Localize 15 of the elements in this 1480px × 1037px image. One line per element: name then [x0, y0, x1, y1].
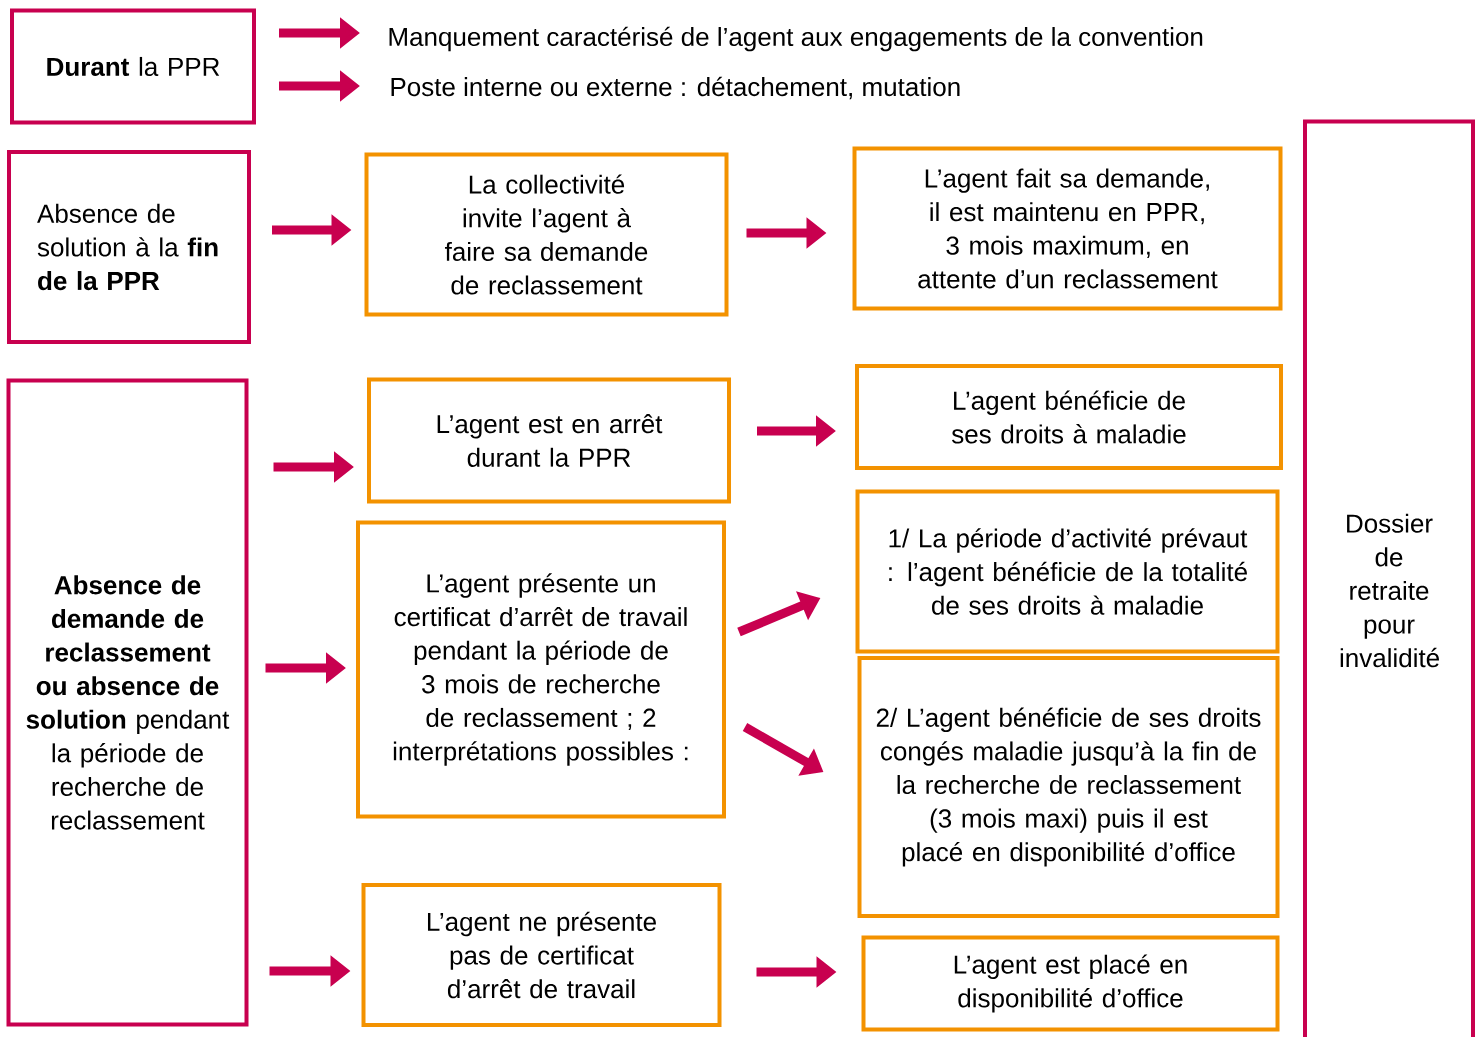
step-box: L’agent est en arrêt durant la PPR: [367, 377, 731, 504]
step-box: La collectivité invite l’agent à faire sa demande de reclassement: [364, 152, 729, 317]
step-box: L’agent bénéficie de ses droits à maladie: [855, 364, 1283, 470]
step-box: L’agent est placé en disponibilité d’office: [861, 935, 1280, 1032]
step-box: L’agent ne présente pas de certificat d’arrêt de travail: [361, 883, 722, 1027]
statement-text: Manquement caractérisé de l’agent aux engagements de la convention: [389, 26, 1203, 52]
step-box: 2/ L’agent bénéficie de ses droits congés maladie jusqu’à la fin de la recherche de reclassement (3 mois maxi) puis il est placé en disponibilité d’office: [857, 656, 1280, 918]
step-box: L’agent présente un certificat d’arrêt de travail pendant la période de 3 mois de recherche de reclassement ; 2 interprétations possibles :: [356, 520, 726, 819]
outcome-box: Absence de solution à la fin de la PPR: [7, 150, 251, 344]
step-box: L’agent fait sa demande, il est maintenu en PPR, 3 mois maximum, en attente d’un reclassement: [852, 146, 1283, 311]
outcome-box: Durant la PPR: [10, 8, 256, 125]
outcome-box: Dossier de retraite pour invalidité: [1303, 119, 1475, 1037]
statement-text: Poste interne ou externe : détachement, mutation: [391, 76, 960, 100]
step-box: 1/ La période d’activité prévaut : l’agent bénéficie de la totalité de ses droits à maladie: [855, 489, 1280, 654]
outcome-box: Absence de demande de reclassement ou absence de solution pendant la période de recherche de reclassement: [6, 378, 249, 1027]
